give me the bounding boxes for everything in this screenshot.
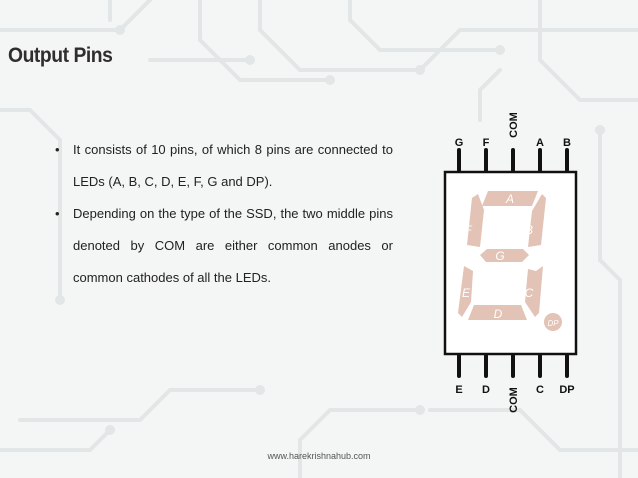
segment-e: [458, 266, 473, 317]
bullet-text: It consists of 10 pins, of which 8 pins …: [73, 142, 393, 189]
bullet-item: • It consists of 10 pins, of which 8 pin…: [55, 134, 393, 198]
footer-url: www.harekrishnahub.com: [267, 451, 371, 461]
segment-label: F: [464, 223, 472, 237]
segment-dp: [544, 313, 562, 331]
segment-b: [528, 194, 546, 247]
bullet-item: • Depending on the type of the SSD, the …: [55, 198, 393, 294]
pin-label-top: F: [483, 137, 490, 149]
bullet-marker: •: [55, 206, 60, 221]
pin-label-bottom: E: [455, 384, 462, 396]
segment-label: B: [525, 223, 533, 237]
segment-label: G: [495, 249, 504, 263]
pin-label-top: B: [563, 137, 571, 149]
pin-label-top: A: [536, 137, 544, 149]
segment-label: D: [494, 307, 503, 321]
segment-label: E: [462, 286, 471, 300]
segment-g: [480, 249, 529, 262]
pin-label-bottom: DP: [559, 384, 574, 396]
segment-f: [467, 194, 484, 247]
bullet-marker: •: [55, 142, 60, 157]
pin-label-bottom: D: [482, 384, 490, 396]
slide-title: Output Pins: [8, 44, 113, 67]
segment-label: A: [505, 192, 514, 206]
pin-label-top: G: [455, 137, 464, 149]
segment-d: [468, 305, 527, 320]
bullet-text: Depending on the type of the SSD, the tw…: [73, 206, 393, 285]
segment-c: [525, 266, 543, 317]
pin-label-bottom: C: [536, 384, 544, 396]
pin-label-top-com: COM: [508, 112, 520, 138]
segment-label: C: [525, 286, 534, 300]
dp-label: DP: [547, 319, 559, 328]
seven-segment-display-diagram: A B C D E F G DP G F COM A B E D COM C D…: [443, 112, 578, 413]
pin-label-bottom-com: COM: [508, 387, 520, 413]
bullet-list: • It consists of 10 pins, of which 8 pin…: [55, 134, 393, 294]
segment-a: [482, 191, 538, 206]
